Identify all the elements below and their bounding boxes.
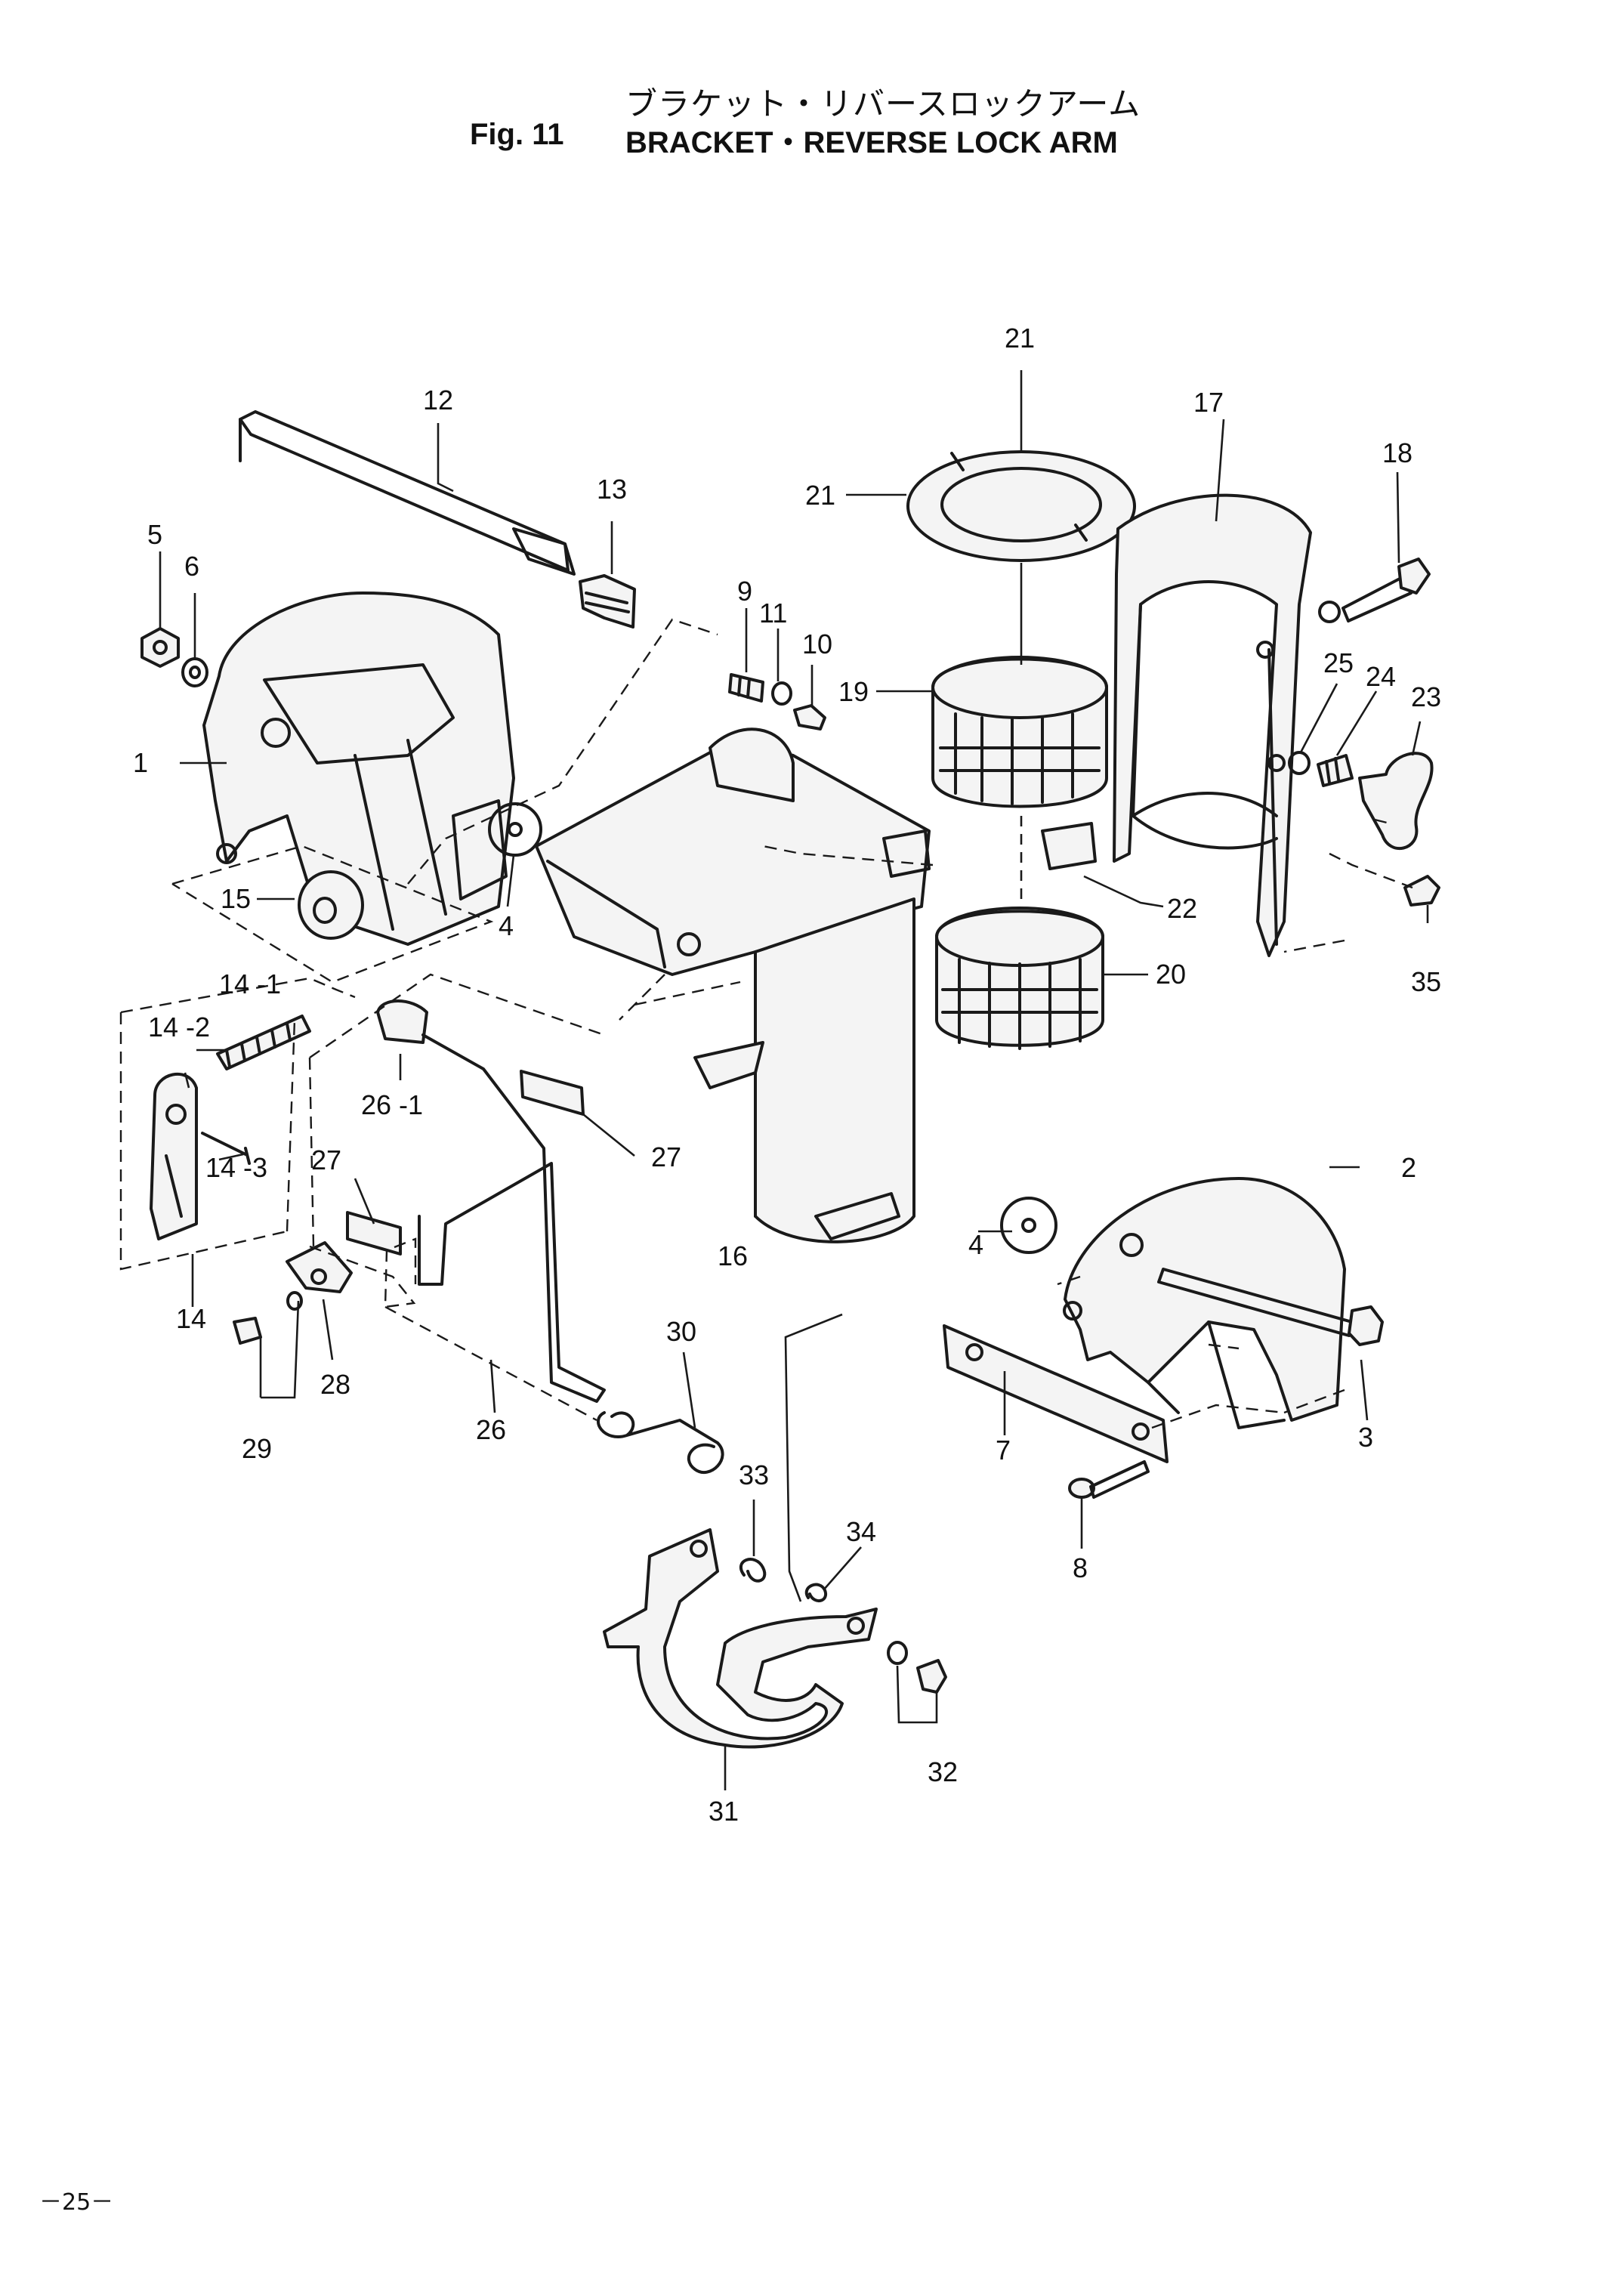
callout-24: 24 bbox=[1366, 661, 1396, 692]
part-14-3-pin bbox=[201, 1132, 251, 1165]
part-13-grommet bbox=[579, 574, 636, 629]
callout-31: 31 bbox=[709, 1796, 739, 1827]
part-29-bolt bbox=[233, 1291, 303, 1345]
part-4-washer-lower bbox=[1000, 1197, 1057, 1254]
callout-leader-lines bbox=[159, 370, 1429, 1790]
part-30-torsion-spring bbox=[597, 1411, 724, 1475]
callout-30: 30 bbox=[666, 1316, 696, 1347]
part-14-2-lock-lever bbox=[150, 1073, 198, 1240]
part-24-spring bbox=[1317, 754, 1354, 787]
callout-14-1: 14 -1 bbox=[219, 968, 281, 999]
part-31-reverse-lock-hook bbox=[603, 1528, 878, 1749]
part-8-screw bbox=[1068, 1460, 1150, 1499]
callout-34: 34 bbox=[846, 1516, 876, 1547]
part-7-plate bbox=[943, 1324, 1169, 1463]
callout-21-side: 21 bbox=[805, 480, 835, 511]
callout-15: 15 bbox=[221, 883, 251, 914]
callout-9: 9 bbox=[737, 576, 752, 607]
part-21-thrust-ring bbox=[906, 450, 1136, 562]
callout-23: 23 bbox=[1411, 681, 1441, 712]
callout-19: 19 bbox=[838, 676, 869, 707]
callout-12: 12 bbox=[423, 385, 453, 415]
part-23-wing-knob bbox=[1358, 752, 1434, 850]
part-2-bracket-right bbox=[1063, 1177, 1346, 1429]
part-10-screw bbox=[793, 704, 826, 731]
part-16-swivel-bracket bbox=[535, 727, 931, 1243]
part-9-spring bbox=[728, 673, 764, 703]
callout-10: 10 bbox=[802, 629, 832, 659]
part-12-rod bbox=[239, 410, 576, 576]
callout-17: 17 bbox=[1193, 387, 1224, 418]
callout-14-3: 14 -3 bbox=[205, 1152, 267, 1183]
part-20-bushing-lower bbox=[935, 907, 1104, 1050]
part-14-1-threaded-pin bbox=[216, 1015, 311, 1070]
part-32-bolt bbox=[887, 1641, 947, 1694]
part-1-bracket-left bbox=[202, 592, 515, 946]
callout-13: 13 bbox=[597, 474, 627, 505]
part-4-washer-upper bbox=[488, 802, 542, 857]
part-33-spring bbox=[739, 1558, 767, 1583]
part-35-grease-nipple bbox=[1403, 875, 1440, 907]
part-11-washer bbox=[771, 681, 792, 706]
part-17-clamp-bracket bbox=[1113, 493, 1312, 957]
callout-27-right: 27 bbox=[651, 1141, 681, 1172]
callout-11: 11 bbox=[759, 598, 787, 629]
callout-6: 6 bbox=[184, 551, 199, 582]
part-5-nut bbox=[140, 627, 180, 668]
callout-14: 14 bbox=[176, 1303, 206, 1334]
callout-27-left: 27 bbox=[311, 1144, 341, 1175]
callout-18: 18 bbox=[1382, 437, 1413, 468]
callout-29: 29 bbox=[242, 1433, 272, 1464]
callout-16: 16 bbox=[718, 1240, 748, 1271]
callout-32: 32 bbox=[928, 1756, 958, 1787]
callout-28: 28 bbox=[320, 1369, 350, 1400]
callout-labels: 5 6 1 12 13 9 11 10 15 4 19 21 21 17 18 … bbox=[133, 323, 1441, 1827]
callout-2: 2 bbox=[1401, 1152, 1416, 1183]
callout-3: 3 bbox=[1358, 1422, 1373, 1453]
callout-14-2: 14 -2 bbox=[148, 1012, 210, 1042]
callout-21-top: 21 bbox=[1005, 323, 1035, 354]
part-15-clamp-disc bbox=[298, 870, 364, 940]
part-22-pad bbox=[1041, 822, 1097, 870]
callout-7: 7 bbox=[996, 1435, 1011, 1466]
part-6-washer bbox=[181, 657, 208, 687]
part-34-spring bbox=[804, 1583, 828, 1602]
part-27-bushing-upper bbox=[520, 1070, 585, 1116]
callout-25: 25 bbox=[1323, 647, 1354, 678]
callout-26: 26 bbox=[476, 1414, 506, 1445]
callout-33: 33 bbox=[739, 1459, 769, 1490]
callout-20: 20 bbox=[1156, 959, 1186, 990]
callout-35: 35 bbox=[1411, 966, 1441, 997]
title-japanese: ブラケット・リバースロックアーム bbox=[625, 85, 1141, 122]
callout-4-lower: 4 bbox=[968, 1229, 983, 1260]
part-27-bushing-lower bbox=[346, 1211, 402, 1256]
part-25-washer bbox=[1288, 751, 1311, 775]
part-19-bushing-upper bbox=[931, 656, 1108, 808]
callout-1: 1 bbox=[133, 747, 148, 778]
part-18-bolt bbox=[1318, 558, 1431, 623]
callout-4-upper: 4 bbox=[499, 910, 514, 941]
part-26-1-sleeve bbox=[376, 999, 428, 1044]
part-26-lock-arm bbox=[418, 1033, 606, 1403]
title-english: BRACKET・REVERSE LOCK ARM bbox=[625, 126, 1118, 159]
callout-5: 5 bbox=[147, 519, 162, 550]
figure-number: Fig. 11 bbox=[470, 118, 564, 151]
callout-26-1: 26 -1 bbox=[361, 1089, 423, 1120]
callout-22: 22 bbox=[1167, 893, 1197, 924]
part-3-long-bolt bbox=[1157, 1268, 1384, 1346]
page-number: －25－ bbox=[39, 2189, 114, 2216]
callout-8: 8 bbox=[1073, 1552, 1088, 1583]
assembly-dashed-lines bbox=[119, 563, 1413, 1429]
